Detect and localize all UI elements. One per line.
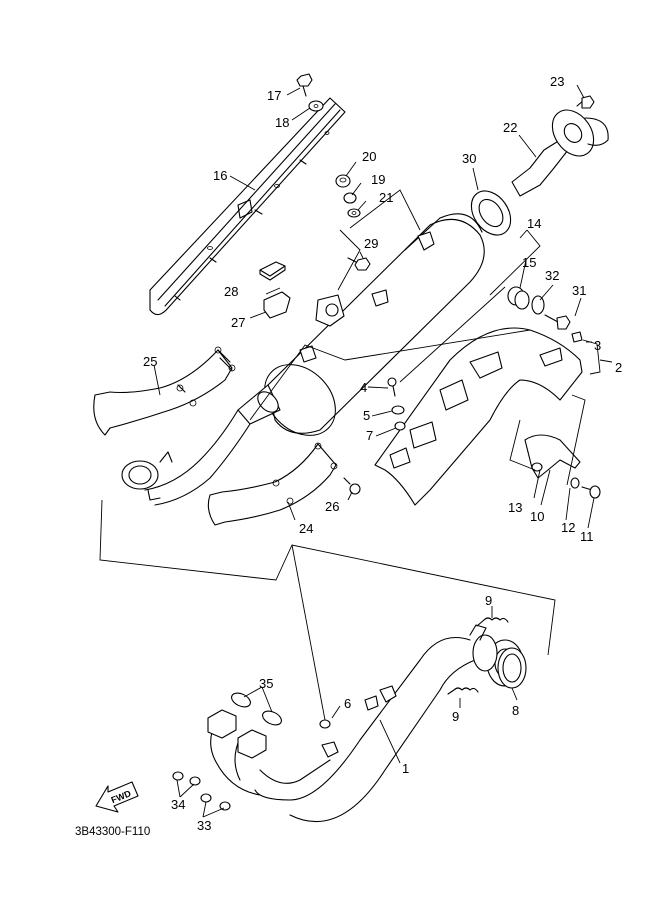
- bolt-23: [576, 95, 595, 109]
- callout-31: 31: [572, 283, 586, 298]
- assembly-lines: [99, 189, 586, 721]
- callout-18: 18: [275, 115, 289, 130]
- callout-3: 3: [594, 338, 601, 353]
- callout-30: 30: [462, 151, 476, 166]
- gasket-30: [470, 190, 512, 236]
- callout-12: 12: [561, 520, 575, 535]
- heat-protector-lower: [374, 327, 583, 506]
- leader-lines: [153, 84, 613, 818]
- callout-labels: 1 2 3 4 5 7 6 8 9 9 10 11 12 13 14 15 16…: [143, 74, 622, 833]
- callout-9-lower: 9: [452, 709, 459, 724]
- callout-29: 29: [364, 236, 378, 251]
- heat-shield-24: [207, 442, 338, 526]
- gasket-8: [497, 647, 527, 689]
- drawing-code: 3B43300-F110: [75, 826, 150, 838]
- callout-5: 5: [363, 408, 370, 423]
- callout-17: 17: [267, 88, 281, 103]
- callout-13: 13: [508, 500, 522, 515]
- callout-24: 24: [299, 521, 313, 536]
- mid-pipe: [121, 409, 251, 506]
- gasket-35: [231, 692, 282, 726]
- callout-1: 1: [402, 761, 409, 776]
- callout-35: 35: [259, 676, 273, 691]
- heat-protector-upper: [149, 97, 346, 316]
- washer-7: [394, 421, 406, 431]
- callout-8: 8: [512, 703, 519, 718]
- washer-18: [308, 100, 324, 112]
- callout-21: 21: [379, 190, 393, 205]
- callout-22: 22: [503, 120, 517, 135]
- bolt-29: [347, 257, 371, 271]
- callout-9-upper: 9: [485, 593, 492, 608]
- bolt-17: [296, 73, 313, 97]
- forward-direction-arrow: FWD: [95, 781, 139, 813]
- grommet-20: [335, 174, 351, 188]
- washer-5: [391, 405, 405, 415]
- damper-15: [507, 286, 530, 310]
- nuts-34: [172, 771, 201, 786]
- bolt-11: [581, 485, 601, 499]
- callout-19: 19: [371, 172, 385, 187]
- callout-6: 6: [344, 696, 351, 711]
- callout-15: 15: [522, 255, 536, 270]
- damper-28: [259, 261, 286, 281]
- callout-14: 14: [527, 216, 541, 231]
- callout-23: 23: [550, 74, 564, 89]
- callout-34: 34: [171, 797, 185, 812]
- callout-26: 26: [325, 499, 339, 514]
- heat-shield-25: [93, 346, 236, 436]
- callout-25: 25: [143, 354, 157, 369]
- nuts-33: [200, 793, 231, 811]
- callout-4: 4: [360, 380, 367, 395]
- nut-13: [531, 462, 543, 472]
- collar-19: [343, 192, 357, 204]
- bracket-10: [524, 434, 581, 479]
- callout-28: 28: [224, 284, 238, 299]
- screw-26: [343, 477, 361, 495]
- bracket-27: [263, 291, 291, 319]
- end-cap-22: [511, 109, 609, 197]
- washer-21: [347, 208, 361, 218]
- spring-9-upper: [476, 617, 509, 627]
- bolt-31: [544, 314, 571, 330]
- callout-20: 20: [362, 149, 376, 164]
- callout-10: 10: [530, 509, 544, 524]
- clip-3: [571, 331, 583, 343]
- callout-16: 16: [213, 168, 227, 183]
- screw-4: [387, 377, 397, 397]
- washer-32: [531, 295, 545, 315]
- callout-6-7: 7: [366, 428, 373, 443]
- callout-33: 33: [197, 818, 211, 833]
- callout-11: 11: [580, 529, 594, 544]
- exhaust-pipe-1: [207, 624, 524, 823]
- callout-27: 27: [231, 315, 245, 330]
- nut-6: [319, 719, 331, 729]
- callout-2: 2: [615, 360, 622, 375]
- washer-12: [570, 477, 580, 489]
- spring-9-lower: [447, 687, 479, 695]
- callout-32: 32: [545, 268, 559, 283]
